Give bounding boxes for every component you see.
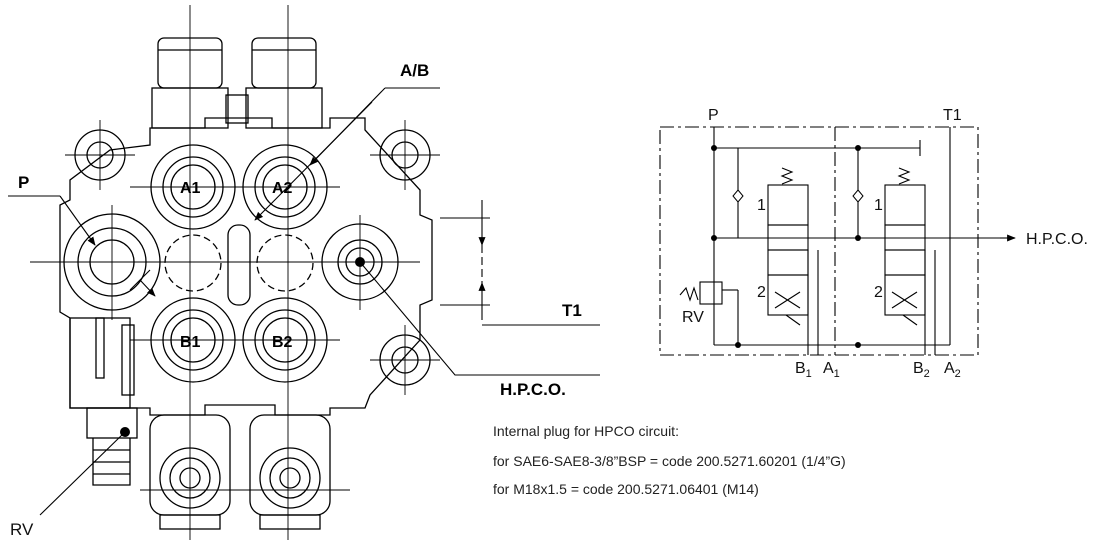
- callout-hpco: H.P.C.O.: [500, 380, 566, 399]
- schematic-hpco-label: H.P.C.O.: [1026, 231, 1088, 248]
- callout-ab: A/B: [400, 61, 429, 80]
- schematic-a2-label: A2: [944, 360, 961, 380]
- leader-lines: [8, 87, 600, 516]
- schematic-pos1b-label: 1: [874, 197, 883, 214]
- valve-body: [59, 37, 433, 530]
- port-b1: B1: [180, 334, 201, 351]
- check-valve-1-icon: [732, 189, 744, 203]
- note-line-2: for SAE6-SAE8-3/8”BSP = code 200.5271.60…: [493, 453, 846, 469]
- callout-rv: RV: [10, 520, 34, 539]
- rv-plug-dot: [120, 427, 130, 437]
- schematic-p-label: P: [708, 107, 719, 124]
- hpco-plug-dot: [355, 257, 365, 267]
- port-a2: A2: [272, 180, 293, 197]
- port-b2: B2: [272, 334, 293, 351]
- schematic-pos2-label: 2: [757, 284, 766, 301]
- schematic-junctions: [711, 145, 861, 348]
- note-line-3: for M18x1.5 = code 200.5271.06401 (M14): [493, 481, 759, 497]
- port-a1: A1: [180, 180, 201, 197]
- hydraulic-schematic: [659, 126, 1016, 356]
- schematic-pos2b-label: 2: [874, 284, 883, 301]
- schematic-pos1-label: 1: [757, 197, 766, 214]
- callout-p: P: [18, 173, 29, 192]
- note-line-1: Internal plug for HPCO circuit:: [493, 423, 679, 439]
- schematic-rv-label: RV: [682, 309, 704, 326]
- schematic-t1-label: T1: [943, 107, 962, 124]
- schematic-a1-label: A1: [823, 360, 840, 380]
- callout-t1: T1: [562, 301, 582, 320]
- schematic-b2-label: B2: [913, 360, 930, 380]
- check-valve-2-icon: [852, 189, 864, 203]
- center-lines: [30, 5, 440, 540]
- schematic-b1-label: B1: [795, 360, 812, 380]
